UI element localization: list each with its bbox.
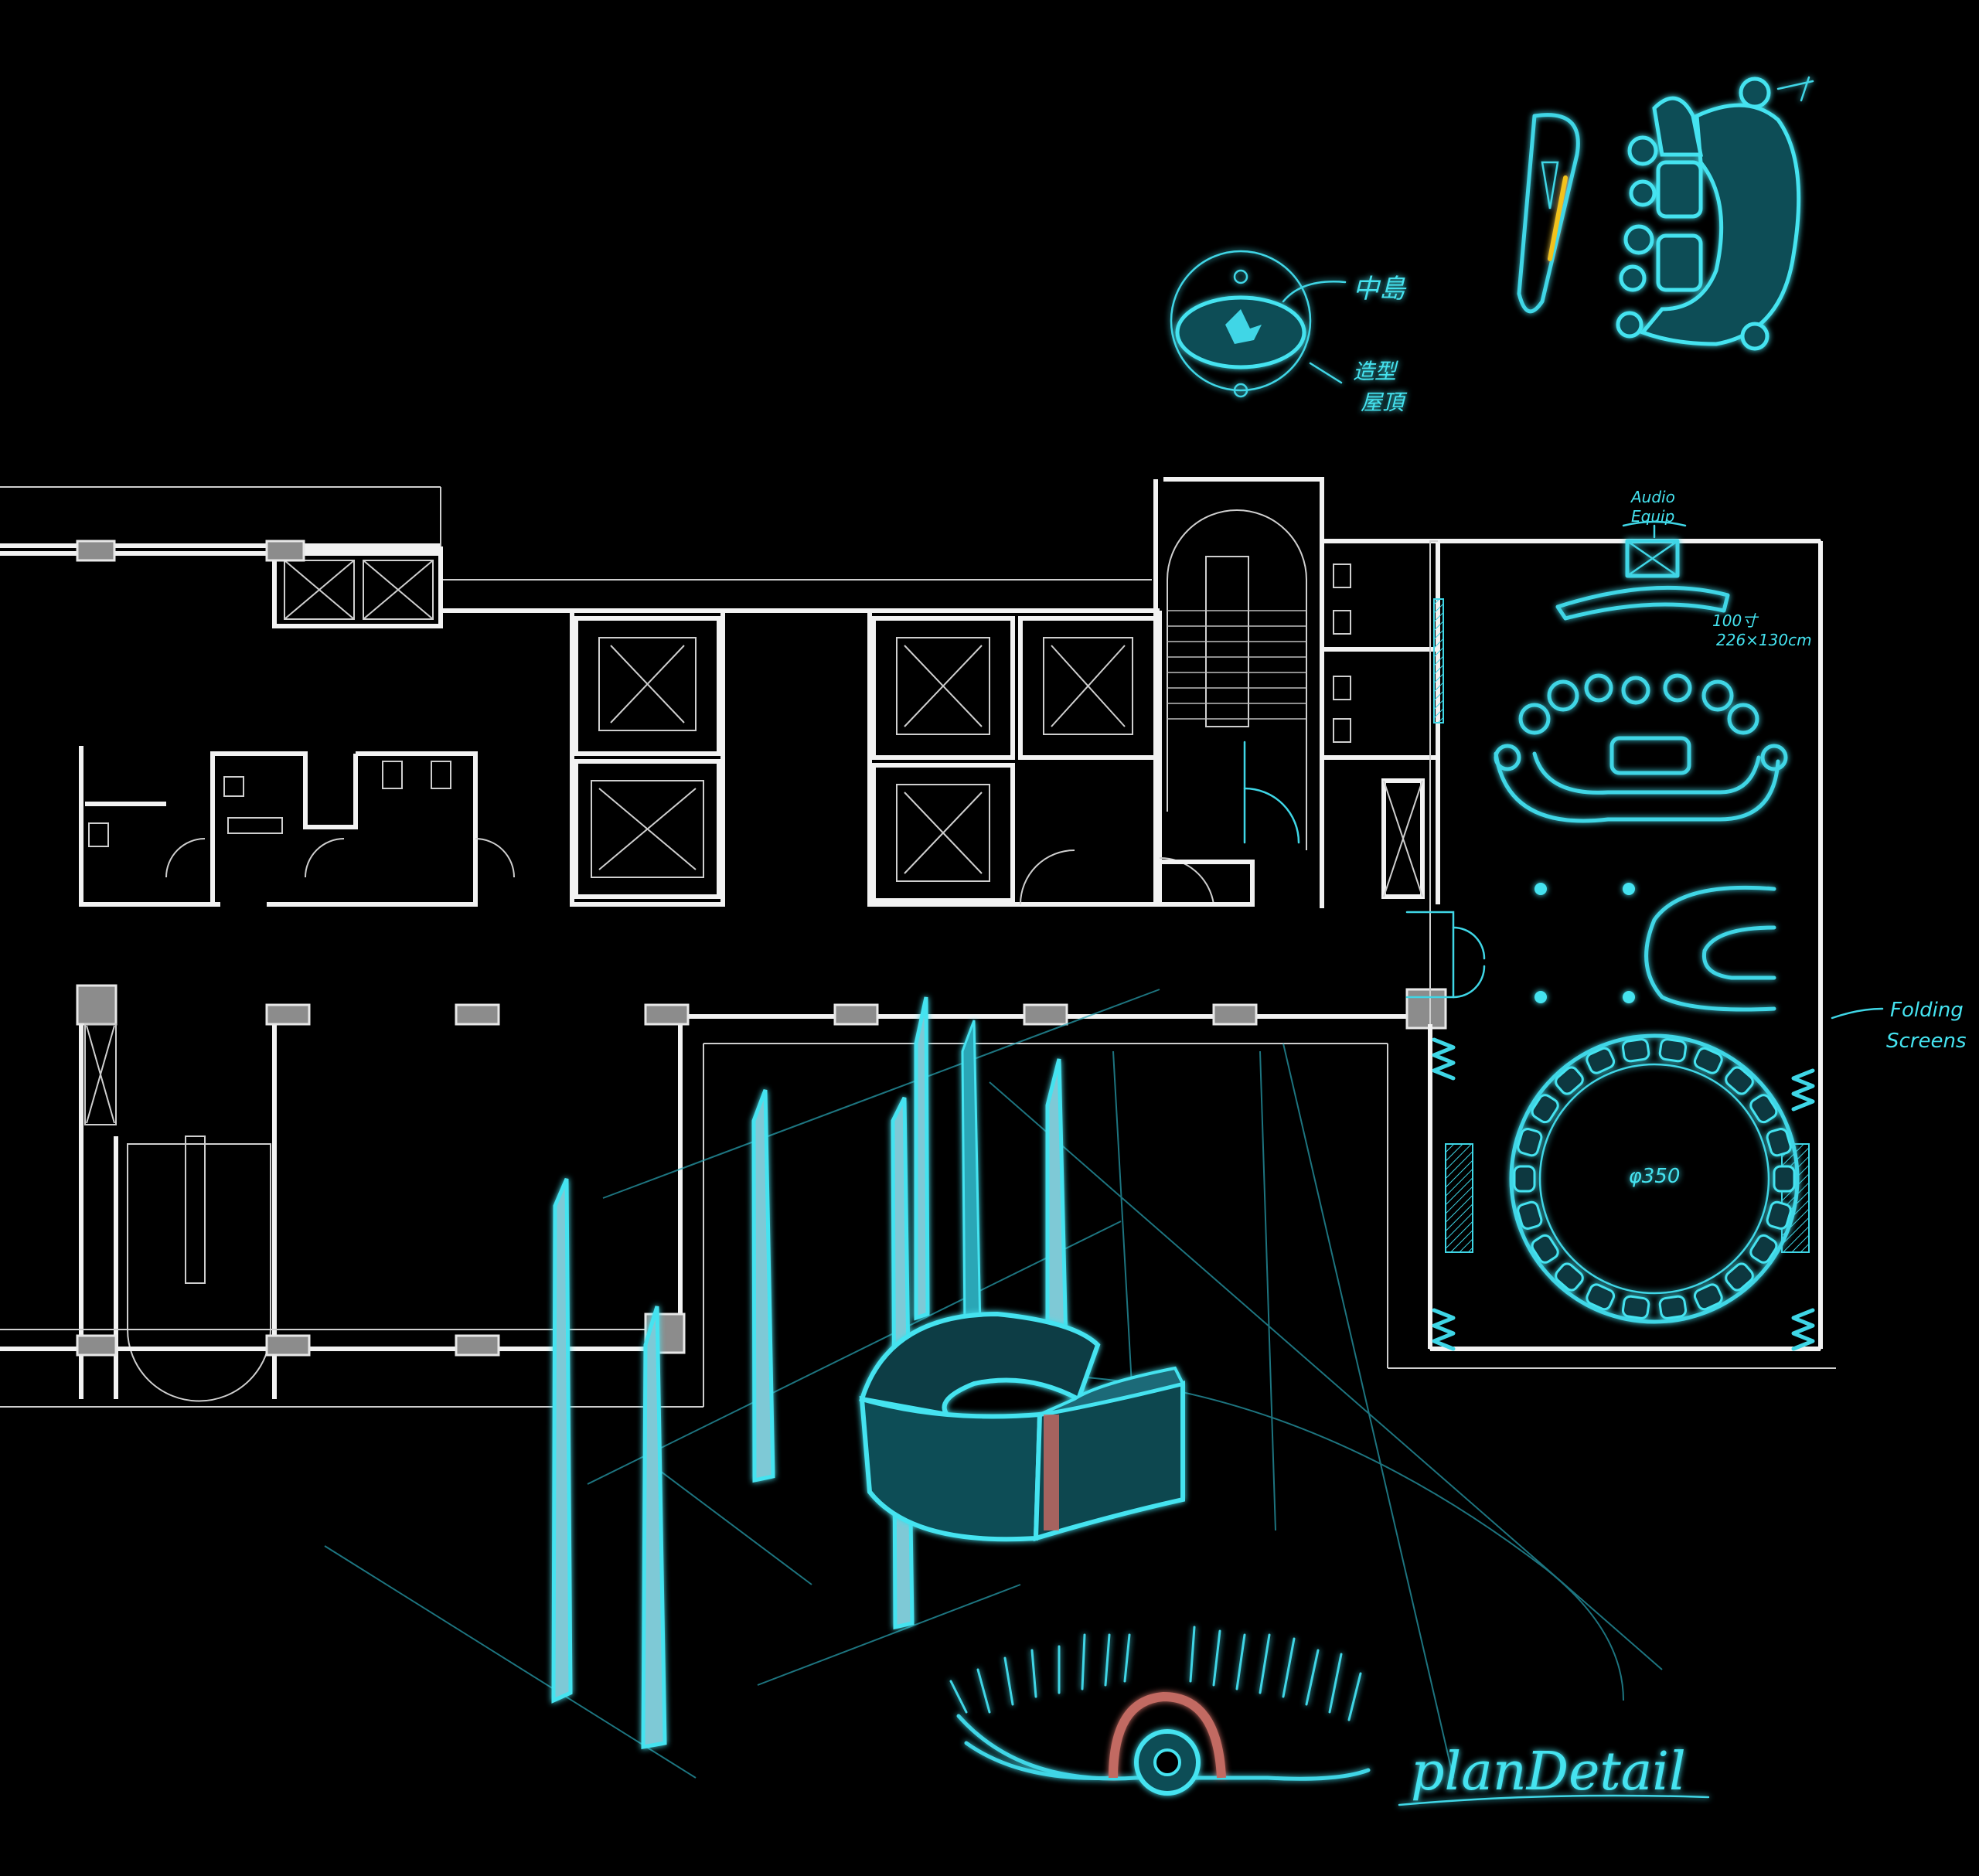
conference-chair — [1749, 1094, 1778, 1124]
column — [1405, 988, 1447, 1030]
plan-detail-title: planDetail — [1411, 1742, 1686, 1803]
conference-chair — [1517, 1200, 1543, 1230]
conference-chair — [1517, 1128, 1543, 1157]
architectural-plan — [0, 477, 1836, 1408]
round-conference-table: φ350 — [1509, 1033, 1800, 1324]
conference-chair — [1586, 1283, 1616, 1311]
column — [265, 1334, 311, 1357]
lounge-stools — [1494, 673, 1788, 771]
table-diameter-label: φ350 — [1629, 1165, 1681, 1188]
conference-chair — [1773, 1165, 1796, 1193]
column — [76, 984, 118, 1026]
plan-detail-sketch: planDetail — [949, 1626, 1710, 1806]
column — [1212, 1003, 1258, 1026]
island-label: 中島 — [1353, 274, 1407, 305]
restroom-block-east — [1322, 539, 1440, 904]
coffee-table — [1609, 736, 1691, 775]
conference-chair — [1693, 1047, 1723, 1074]
conference-chair — [1725, 1066, 1754, 1095]
north-corridor-walls — [0, 486, 1160, 613]
column — [833, 1003, 879, 1026]
perspective-sketch — [324, 989, 1663, 1779]
column — [265, 540, 305, 562]
conference-chair — [1531, 1234, 1559, 1264]
annotations: Audio Equip 100寸 226×130cm Folding Scree… — [1622, 488, 1967, 1053]
column — [265, 1003, 311, 1026]
audio-label: Audio — [1630, 488, 1675, 506]
lift-core-center-west — [570, 611, 725, 907]
conference-chair — [1531, 1094, 1559, 1124]
perspective-booth — [859, 1311, 1185, 1542]
column — [455, 1334, 500, 1357]
stair-core-north — [1153, 477, 1324, 908]
conference-chair — [1621, 1038, 1650, 1063]
conference-chair — [1749, 1234, 1778, 1264]
sofa-furniture-sketch — [1517, 76, 1814, 351]
conference-chair — [1658, 1295, 1688, 1319]
conference-chairs — [1513, 1038, 1796, 1319]
meeting-room-furniture: φ350 — [1494, 539, 1800, 1324]
south-wall — [0, 984, 1836, 1408]
column — [76, 540, 116, 562]
conference-chair — [1766, 1200, 1792, 1230]
audio-equipment — [1625, 539, 1680, 578]
conference-chair — [1586, 1047, 1616, 1074]
column — [1023, 1003, 1068, 1026]
u-sofa — [1494, 751, 1780, 823]
ceiling-island-sketch: 中島 造型 屋頂 — [1170, 250, 1408, 415]
column — [76, 1334, 118, 1357]
lift-pair-north — [272, 546, 443, 628]
tv-console — [1555, 585, 1730, 621]
ceiling-label-1: 造型 — [1353, 359, 1398, 384]
folding-label-1: Folding — [1890, 999, 1964, 1022]
conference-chair — [1693, 1283, 1723, 1311]
column — [644, 1003, 690, 1026]
c-booth — [1644, 885, 1776, 1012]
conference-chair — [1555, 1066, 1584, 1095]
conference-chair — [1555, 1262, 1584, 1292]
screen-size-label-2: 226×130cm — [1716, 631, 1812, 649]
conference-chair — [1766, 1128, 1792, 1157]
conference-chair — [1621, 1295, 1650, 1319]
folding-label-2: Screens — [1886, 1030, 1967, 1053]
restroom-block-west — [79, 746, 515, 907]
conference-chair — [1513, 1165, 1536, 1193]
conference-chair — [1658, 1038, 1688, 1063]
screen-size-label-1: 100寸 — [1712, 611, 1759, 630]
column — [455, 1003, 500, 1026]
conference-chair — [1725, 1262, 1754, 1292]
ceiling-label-2: 屋頂 — [1361, 390, 1408, 415]
